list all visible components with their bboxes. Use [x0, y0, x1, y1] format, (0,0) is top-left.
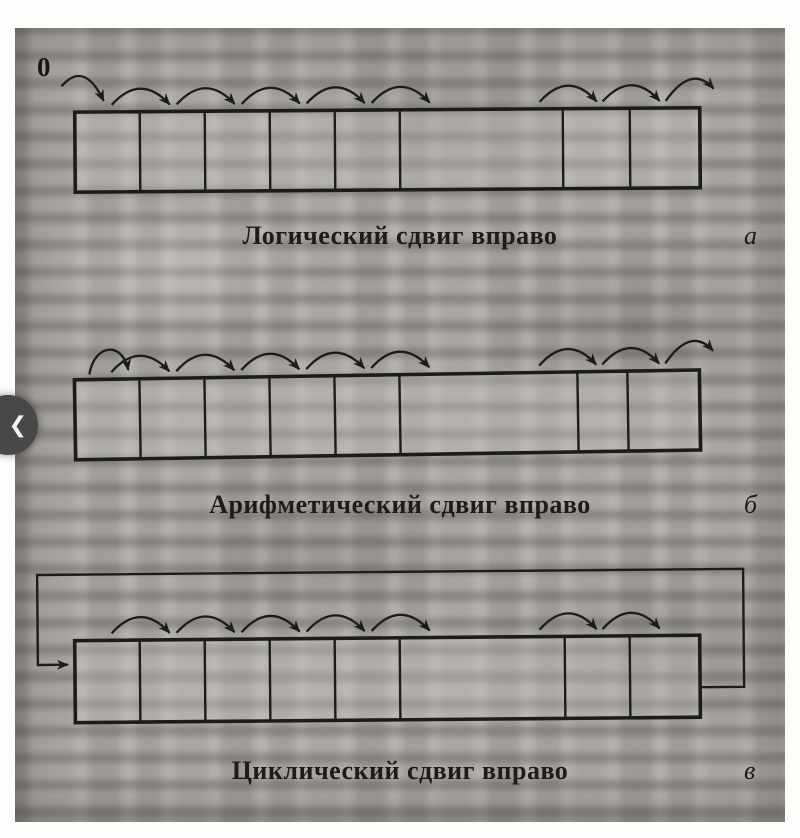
figure-label-a: а [744, 221, 757, 250]
caption-logical-shift: Логический сдвиг вправо [242, 221, 558, 250]
caption-cyclic-shift: Циклический сдвиг вправо [231, 756, 569, 785]
chevron-left-icon: ❮ [8, 412, 27, 438]
figure-label-b: б [744, 490, 758, 519]
scanned-page [15, 28, 785, 822]
scan-texture-mottle [15, 28, 785, 822]
figure-label-v: в [744, 756, 756, 785]
input-bit-zero: 0 [37, 52, 51, 82]
caption-arithmetic-shift: Арифметический сдвиг вправо [209, 490, 591, 519]
